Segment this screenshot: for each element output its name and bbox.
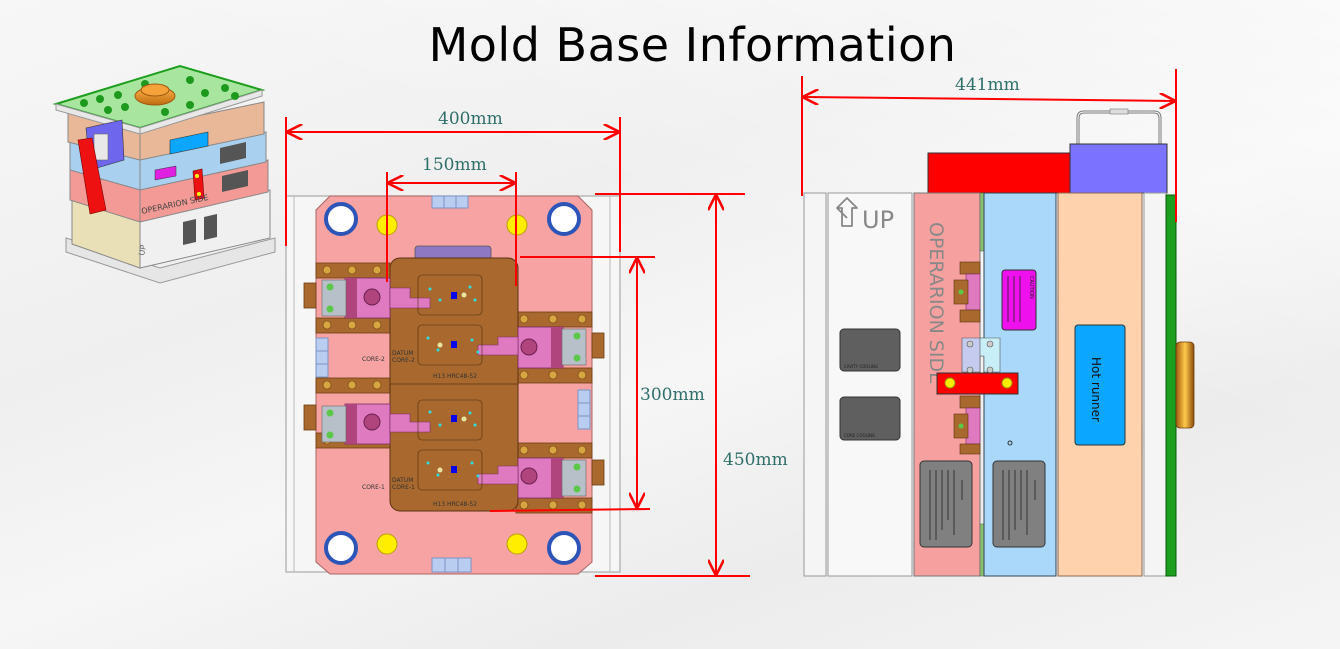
core-cooling-plate <box>839 396 901 441</box>
cavity-cooling-plate <box>839 328 901 372</box>
ejector-plate <box>827 192 913 577</box>
slide-title: Mold Base Information <box>428 18 957 72</box>
datum-label-top: DATUM <box>392 350 413 357</box>
dim-300mm: 300mm <box>640 385 705 405</box>
hot-runner-label: Hot runner <box>1089 357 1103 422</box>
up-arrow-icon <box>836 197 858 227</box>
dim-400mm: 400mm <box>438 109 503 129</box>
dimension-lines <box>285 117 750 577</box>
locating-ring <box>1175 341 1195 429</box>
top-clamp-plate <box>1165 194 1177 577</box>
plan-view: CORE-2 DATUM CORE-2 H13 HRC48-52 CORE-1 … <box>285 109 788 577</box>
core-2-label: CORE-2 <box>362 356 385 363</box>
caution-label <box>1001 269 1037 331</box>
datum-label-bottom: DATUM <box>392 477 413 484</box>
core-insert <box>389 257 519 512</box>
guide-pin-icon <box>324 202 581 565</box>
iso-mold-view: OPERARION SIDE UP <box>52 64 276 284</box>
hot-runner-box <box>1074 324 1126 446</box>
dim-441mm: 441mm <box>955 75 1020 95</box>
iso-up-label: UP <box>137 244 148 256</box>
cavity-cooling-label: CAVITY COOLING <box>844 364 878 369</box>
material-label-bottom: H13 HRC48-52 <box>433 501 477 508</box>
core-1-label: CORE-1 <box>362 484 385 491</box>
nameplate-right <box>992 460 1046 548</box>
side-up-label: UP <box>862 206 894 234</box>
top-clamp-block <box>927 152 1071 194</box>
side-view: UP OPERARION SIDE CAVITY COOLING CORE CO… <box>801 69 1195 577</box>
slide-left <box>321 277 431 445</box>
caution-label-text: CAUTION <box>1028 276 1034 299</box>
material-label-top: H13 HRC48-52 <box>433 373 477 380</box>
dim-150mm: 150mm <box>422 155 487 175</box>
datum-sub-label-top: CORE-2 <box>392 357 415 364</box>
top-handle-block <box>1069 143 1168 194</box>
nameplate-left <box>919 460 973 548</box>
dim-450mm: 450mm <box>723 450 788 470</box>
operation-side-label: OPERARION SIDE <box>925 222 947 384</box>
side-safety-clamp <box>936 372 1019 395</box>
datum-sub-label-bottom: CORE-1 <box>392 484 415 491</box>
slide-right <box>477 326 587 499</box>
core-cooling-label: CORE COOLING <box>844 433 875 438</box>
